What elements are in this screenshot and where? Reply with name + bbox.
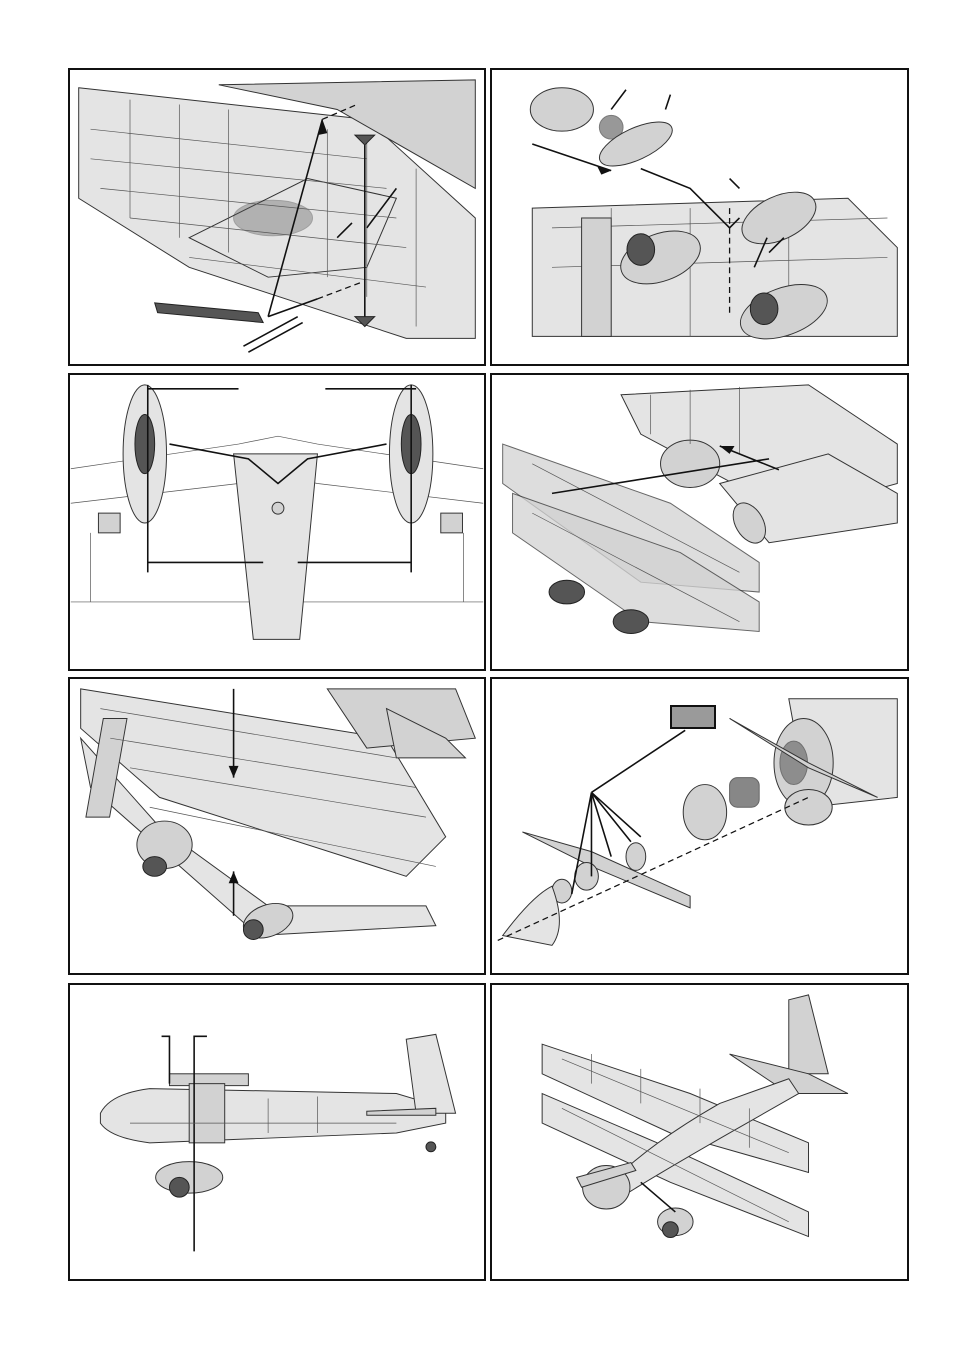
wing-joiner-drawing <box>70 70 484 364</box>
wheel-pants-drawing <box>492 70 907 364</box>
panel-completed-model <box>490 983 909 1281</box>
panel-wing-joiner <box>68 68 486 366</box>
cg-side-view-drawing <box>70 985 484 1279</box>
panel-wing-strut-fitting <box>68 677 486 975</box>
panel-upper-wing-attachment <box>490 373 909 671</box>
panel-center-of-gravity <box>68 983 486 1281</box>
part-label-box <box>670 705 716 729</box>
wing-strut-drawing <box>70 679 484 973</box>
upper-wing-drawing <box>492 375 907 669</box>
panel-motor-spinner-assembly <box>490 677 909 975</box>
panel-landing-gear-top-view <box>68 373 486 671</box>
panel-wheel-pants <box>490 68 909 366</box>
landing-gear-drawing <box>70 375 484 669</box>
completed-model-drawing <box>492 985 907 1279</box>
